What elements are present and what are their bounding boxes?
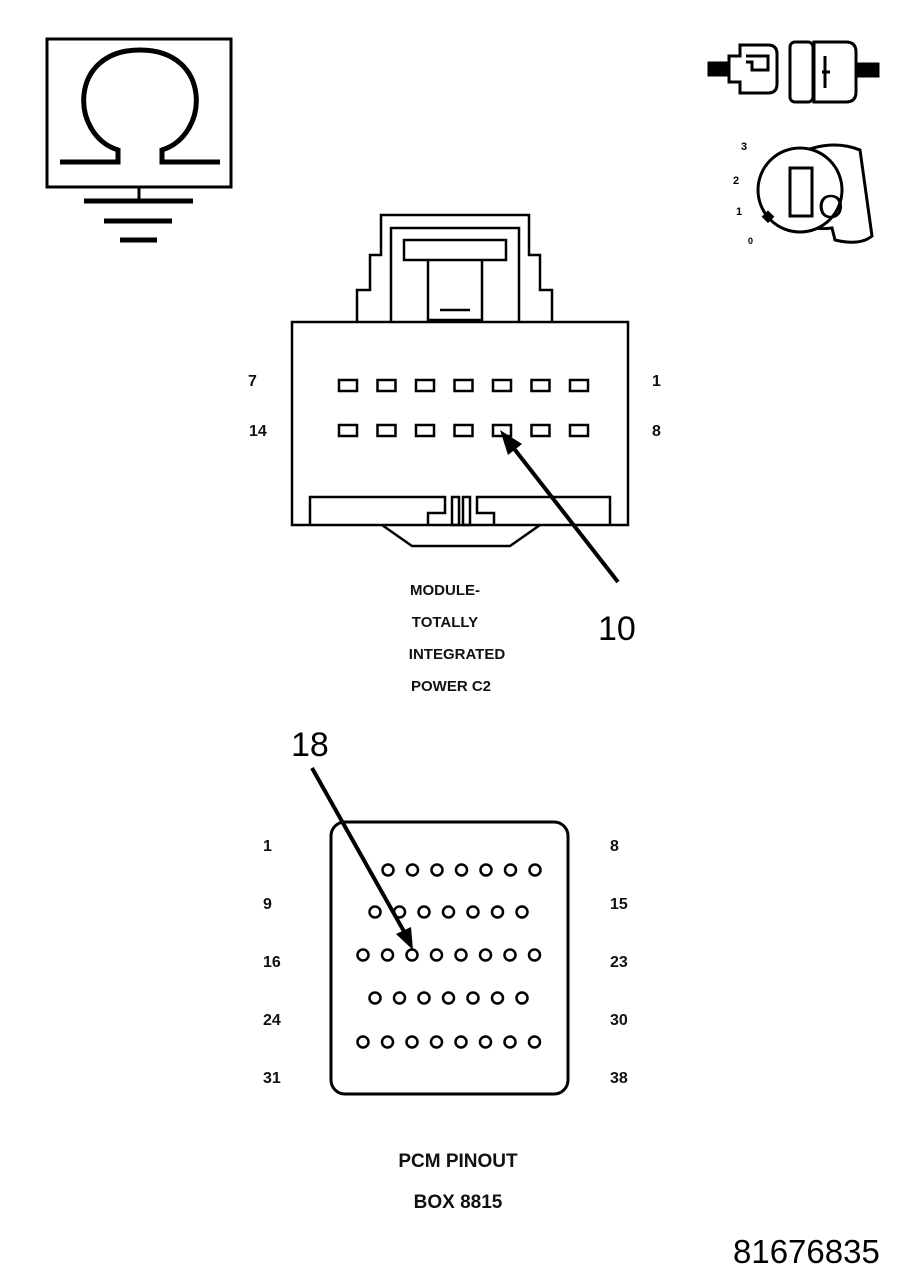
pcm-row-labels-left: 1 9 16 24 31 xyxy=(263,838,281,1087)
tipm-pin-cavity xyxy=(491,378,513,393)
ignition-position-1: 1 xyxy=(736,206,742,218)
pcm-pin-cavity xyxy=(405,1035,419,1049)
pcm-pin-cavity xyxy=(441,905,456,919)
pcm-row-label-right: 15 xyxy=(610,896,628,913)
tipm-pin-cavity xyxy=(453,378,474,393)
pcm-callout-arrow xyxy=(310,767,413,950)
tipm-pin-cavity xyxy=(414,378,436,393)
pcm-pin-cavity xyxy=(454,863,469,877)
tipm-caption-line-4: POWER C2 xyxy=(411,678,491,695)
ignition-position-3: 3 xyxy=(741,141,747,153)
tipm-row-label-top-left: 7 xyxy=(248,373,257,390)
pcm-caption-line-2: BOX 8815 xyxy=(414,1192,503,1213)
tipm-callout-arrow xyxy=(500,430,620,584)
tipm-pin-cavity xyxy=(530,378,551,393)
pcm-pin-cavity xyxy=(490,905,505,919)
tipm-c2-connector xyxy=(290,213,630,548)
pcm-row-label-right: 38 xyxy=(610,1070,628,1087)
pcm-pin-cavity xyxy=(380,1035,395,1049)
tipm-pin-cavity xyxy=(376,378,397,393)
tipm-pin-cavity xyxy=(453,423,474,438)
tipm-row-label-bottom-right: 8 xyxy=(652,423,661,440)
pcm-pin-cavity xyxy=(527,1035,542,1049)
pcm-pin-cavity xyxy=(356,1035,370,1049)
tipm-caption-line-2: TOTALLY xyxy=(412,614,478,631)
pcm-pin-cavity xyxy=(429,1035,444,1049)
ignition-key-letter: O xyxy=(818,188,844,225)
ohmmeter-ground-icon xyxy=(45,37,233,243)
pcm-pin-cavity xyxy=(356,948,370,962)
tipm-row-label-bottom-left: 14 xyxy=(249,423,267,440)
pcm-row-label-right: 8 xyxy=(610,838,619,855)
pcm-pin-cavity xyxy=(405,948,419,962)
pcm-pin-cavity xyxy=(368,991,382,1005)
tipm-caption-line-3: INTEGRATED xyxy=(409,646,506,663)
pcm-pin-cavity xyxy=(515,991,529,1005)
pcm-pin-cavity xyxy=(479,863,493,877)
pcm-row-label-left: 31 xyxy=(263,1070,281,1087)
pcm-pin-cavity xyxy=(430,863,444,877)
pcm-pin-cavity xyxy=(368,905,382,919)
pcm-pin-cavity xyxy=(454,1035,468,1049)
tipm-pin-cavity xyxy=(337,423,359,438)
ignition-position-0: 0 xyxy=(748,236,753,246)
pcm-pin-cavity xyxy=(466,991,480,1005)
pcm-pin-cavity xyxy=(405,863,420,877)
pcm-row-label-right: 23 xyxy=(610,954,628,971)
pcm-pin-cavity xyxy=(527,948,542,962)
pcm-row-label-left: 9 xyxy=(263,896,272,913)
tipm-pin-cavities xyxy=(337,378,590,438)
tipm-pin-cavity xyxy=(568,423,590,438)
tipm-pin-cavity xyxy=(337,378,359,393)
ignition-position-2: 2 xyxy=(733,175,739,187)
pcm-row-label-right: 30 xyxy=(610,1012,628,1029)
pcm-pin-cavity xyxy=(466,905,480,919)
pcm-pin-cavity xyxy=(392,991,407,1005)
pcm-pin-cavity xyxy=(381,863,395,877)
pcm-pin-cavity xyxy=(503,1035,517,1049)
pcm-callout-number: 18 xyxy=(291,726,329,764)
pcm-pin-cavity xyxy=(429,948,444,962)
tipm-callout-number: 10 xyxy=(598,610,636,648)
pcm-pin-cavity xyxy=(528,863,542,877)
pcm-row-label-left: 16 xyxy=(263,954,281,971)
pcm-pin-cavity xyxy=(490,991,505,1005)
pcm-connector xyxy=(329,820,570,1096)
pcm-pin-cavity xyxy=(454,948,468,962)
tipm-pin-cavity xyxy=(414,423,436,438)
pcm-pin-cavity xyxy=(503,948,517,962)
disconnected-connector-icon xyxy=(707,40,880,104)
pcm-pin-cavity xyxy=(417,991,431,1005)
pcm-pin-cavities xyxy=(356,863,542,1049)
pcm-pin-cavity xyxy=(515,905,529,919)
tipm-pin-cavity xyxy=(568,378,590,393)
pcm-pin-cavity xyxy=(503,863,518,877)
tipm-row-label-top-right: 1 xyxy=(652,373,661,390)
pcm-pin-cavity xyxy=(478,1035,493,1049)
pcm-pin-cavity xyxy=(478,948,493,962)
pcm-caption-line-1: PCM PINOUT xyxy=(398,1151,518,1172)
pcm-pin-cavity xyxy=(380,948,395,962)
tipm-pin-cavity xyxy=(376,423,397,438)
tipm-pin-cavity xyxy=(530,423,551,438)
tipm-caption-line-1: MODULE- xyxy=(410,582,480,599)
pcm-pin-cavity xyxy=(417,905,431,919)
pcm-pin-cavity xyxy=(441,991,456,1005)
figure-number: 81676835 xyxy=(733,1233,880,1270)
pcm-row-labels-right: 8 15 23 30 38 xyxy=(610,838,628,1087)
ignition-key-off-icon: O 3 2 1 0 xyxy=(733,141,874,246)
pcm-row-label-left: 1 xyxy=(263,838,272,855)
pcm-row-label-left: 24 xyxy=(263,1012,281,1029)
